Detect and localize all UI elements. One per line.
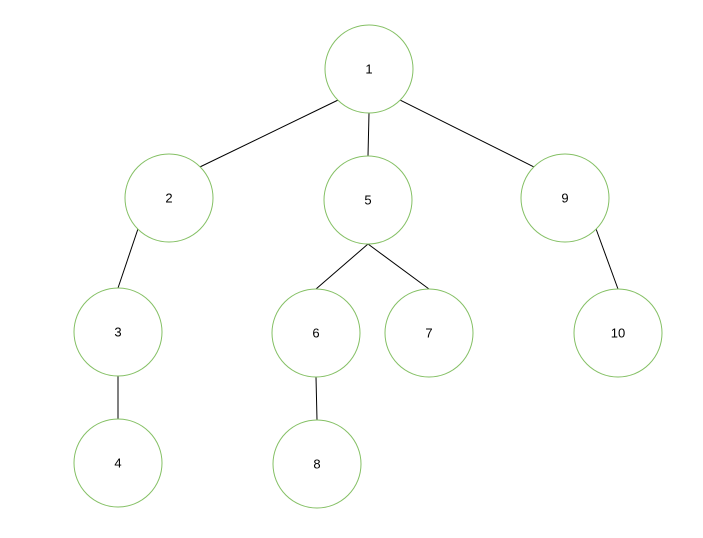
- node-label-2: 2: [165, 191, 172, 206]
- node-label-10: 10: [611, 326, 625, 341]
- node-circle-6: [271, 288, 361, 378]
- node-label-1: 1: [365, 62, 372, 77]
- tree-node-5: 5: [323, 155, 413, 245]
- node-circle-7: [384, 288, 474, 378]
- tree-node-3: 3: [73, 287, 163, 377]
- node-label-5: 5: [364, 193, 371, 208]
- tree-edge-9-10: [595, 228, 619, 290]
- node-circle-10: [573, 288, 663, 378]
- tree-edge-2-3: [117, 228, 139, 289]
- node-circle-5: [323, 155, 413, 245]
- node-label-7: 7: [425, 326, 432, 341]
- node-circle-8: [272, 419, 362, 509]
- tree-edge-5-7: [367, 243, 430, 290]
- node-label-9: 9: [561, 191, 568, 206]
- tree-node-7: 7: [384, 288, 474, 378]
- tree-edge-1-2: [199, 99, 339, 168]
- node-circle-4: [73, 418, 163, 508]
- node-circle-1: [324, 24, 414, 114]
- node-circle-9: [520, 153, 610, 243]
- tree-node-9: 9: [520, 153, 610, 243]
- node-label-6: 6: [312, 326, 319, 341]
- tree-edge-5-6: [315, 243, 369, 290]
- tree-node-1: 1: [324, 24, 414, 114]
- tree-edge-6-8: [315, 376, 318, 421]
- node-circle-2: [124, 153, 214, 243]
- node-label-3: 3: [114, 325, 121, 340]
- node-label-8: 8: [313, 457, 320, 472]
- tree-node-4: 4: [73, 418, 163, 508]
- tree-edge-1-9: [399, 99, 535, 168]
- tree-node-2: 2: [124, 153, 214, 243]
- tree-edge-1-5: [367, 112, 370, 157]
- tree-node-6: 6: [271, 288, 361, 378]
- node-label-4: 4: [114, 456, 121, 471]
- tree-node-10: 10: [573, 288, 663, 378]
- node-circle-3: [73, 287, 163, 377]
- tree-node-8: 8: [272, 419, 362, 509]
